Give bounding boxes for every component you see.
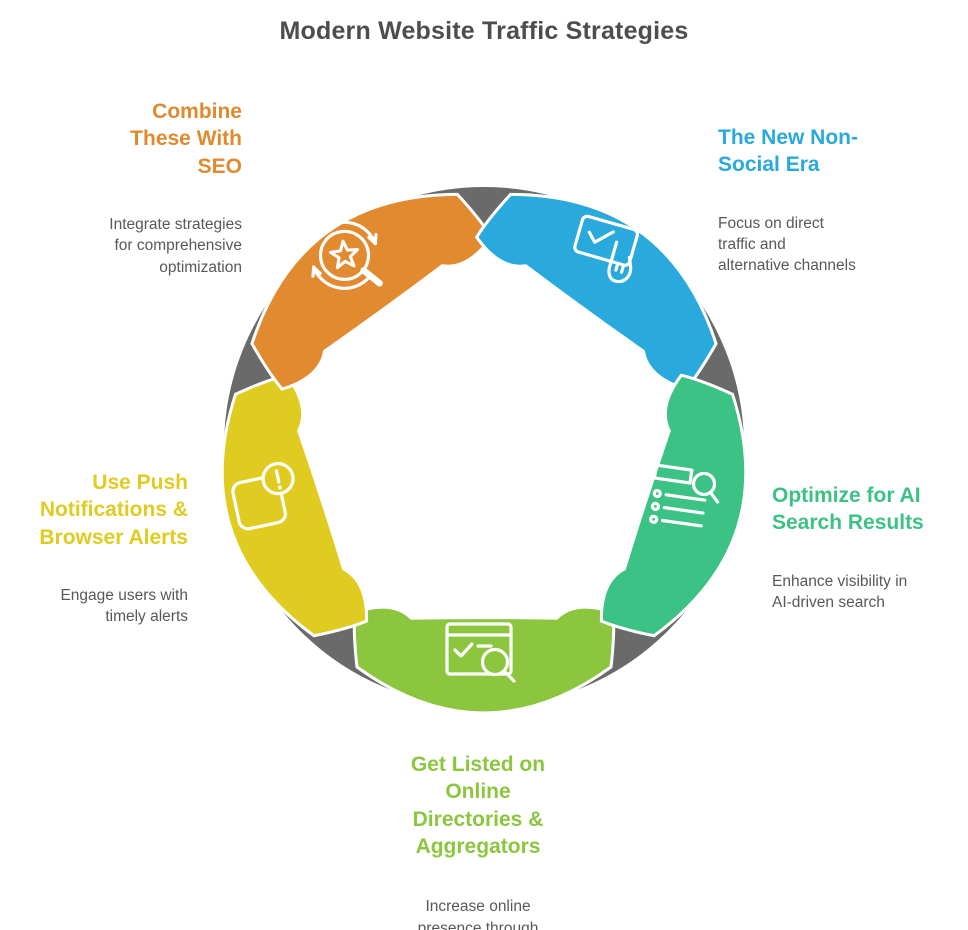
segment-heading: Use Push Notifications & Browser Alerts xyxy=(39,471,188,549)
segment-description: Focus on direct traffic and alternative … xyxy=(718,214,856,275)
segment-left xyxy=(189,371,374,655)
segment-heading: Get Listed on Online Directories & Aggre… xyxy=(410,753,546,858)
segment-heading: Optimize for AI Search Results xyxy=(772,484,924,535)
label-ai-search-results: Optimize for AI Search Results Enhance v… xyxy=(772,464,964,631)
segment-heading: The New Non- Social Era xyxy=(718,126,858,177)
segment-right xyxy=(594,371,779,655)
segment-description: Integrate strategies for comprehensive o… xyxy=(109,215,242,276)
browser-search-icon xyxy=(445,622,516,683)
segment-shape xyxy=(189,371,374,655)
segment-shape xyxy=(594,371,779,655)
list-search-icon xyxy=(649,463,720,528)
segment-heading: Combine These With SEO xyxy=(130,100,242,178)
star-search-refresh-icon xyxy=(311,220,383,290)
label-combine-with-seo: Combine These With SEO Integrate strateg… xyxy=(28,80,242,296)
label-online-directories: Get Listed on Online Directories & Aggre… xyxy=(372,733,584,930)
notification-alert-icon xyxy=(231,462,295,531)
segment-description: Enhance visibility in AI-driven search xyxy=(772,572,908,611)
page-title: Modern Website Traffic Strategies xyxy=(279,17,689,45)
segment-description: Increase online presence through listing… xyxy=(417,898,539,930)
label-non-social-era: The New Non- Social Era Focus on direct … xyxy=(718,106,923,295)
segment-description: Engage users with timely alerts xyxy=(60,586,188,626)
tap-check-icon xyxy=(573,214,640,284)
label-push-notifications: Use Push Notifications & Browser Alerts … xyxy=(8,451,188,646)
